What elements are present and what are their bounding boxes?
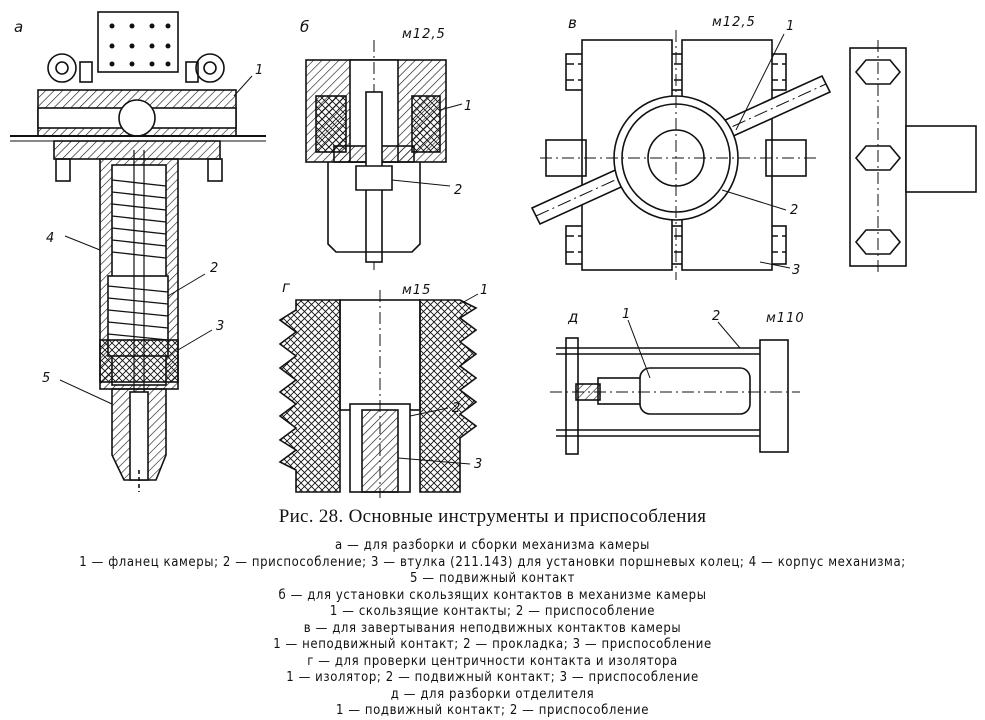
panel-g-labels: г м15 1 2 3 xyxy=(282,278,488,472)
panel-g-letter: г xyxy=(282,278,290,296)
panel-g-callout-1: 1 xyxy=(480,283,488,298)
caption-line: г — для проверки центричности контакта и… xyxy=(307,653,678,669)
panel-b-labels: б м12,5 1 2 xyxy=(300,18,472,198)
caption-title: Рис. 28. Основные инструменты и приспосо… xyxy=(278,506,707,527)
caption-line: 1 — фланец камеры; 2 — приспособление; 3… xyxy=(79,554,906,570)
panel-d-labels: д м110 1 2 xyxy=(567,307,805,326)
technical-drawing: а 1 2 3 4 5 б м12,5 1 2 xyxy=(10,11,977,498)
caption-line: б — для установки скользящих контактов в… xyxy=(278,587,707,603)
caption-line: 1 — скользящие контакты; 2 — приспособле… xyxy=(329,604,656,619)
panel-a-callout-1: 1 xyxy=(255,63,263,78)
panel-d-callout-2: 2 xyxy=(712,309,720,324)
panel-v-callout-3: 3 xyxy=(792,263,800,278)
caption-line: 1 — неподвижный контакт; 2 — прокладка; … xyxy=(273,637,712,652)
panel-a-drawing xyxy=(10,11,266,492)
panel-v-drawing xyxy=(530,30,977,280)
panel-b-letter: б xyxy=(300,18,309,36)
panel-a-callout-4: 4 xyxy=(46,231,54,246)
caption-line: д — для разборки отделителя xyxy=(390,686,595,702)
panel-d-drawing xyxy=(550,319,800,455)
caption-line: 1 — подвижный контакт; 2 — приспособлени… xyxy=(335,703,650,718)
panel-g-scale: м15 xyxy=(402,283,431,298)
panel-d-letter: д xyxy=(567,308,578,326)
panel-b-callout-2: 2 xyxy=(454,183,462,198)
panel-a-callout-2: 2 xyxy=(210,261,218,276)
panel-b-callout-1: 1 xyxy=(464,99,472,114)
panel-v-callout-2: 2 xyxy=(790,203,798,218)
panel-g-callout-3: 3 xyxy=(474,457,482,472)
panel-d-callout-1: 1 xyxy=(622,307,630,322)
panel-v-labels: в м12,5 1 2 3 xyxy=(568,14,800,278)
panel-g-callout-2: 2 xyxy=(452,401,460,416)
panel-v-letter: в xyxy=(568,14,577,32)
caption-line: а — для разборки и сборки механизма каме… xyxy=(335,538,650,553)
panel-d-scale: м110 xyxy=(766,311,805,326)
panel-g-drawing xyxy=(278,290,479,498)
panel-a-labels: а 1 2 3 4 5 xyxy=(14,18,263,386)
panel-a-letter: а xyxy=(14,18,23,36)
panel-b-scale: м12,5 xyxy=(402,27,446,42)
figure-caption: Рис. 28. Основные инструменты и приспосо… xyxy=(0,506,985,720)
caption-line: в — для завертывания неподвижных контакт… xyxy=(303,620,682,636)
caption-line: 1 — изолятор; 2 — подвижный контакт; 3 —… xyxy=(286,670,699,685)
panel-v-scale: м12,5 xyxy=(712,15,756,30)
caption-line: 5 — подвижный контакт xyxy=(409,571,575,586)
panel-a-callout-5: 5 xyxy=(42,371,50,386)
panel-b-drawing xyxy=(305,40,463,270)
panel-v-callout-1: 1 xyxy=(786,19,794,34)
panel-a-callout-3: 3 xyxy=(216,319,224,334)
